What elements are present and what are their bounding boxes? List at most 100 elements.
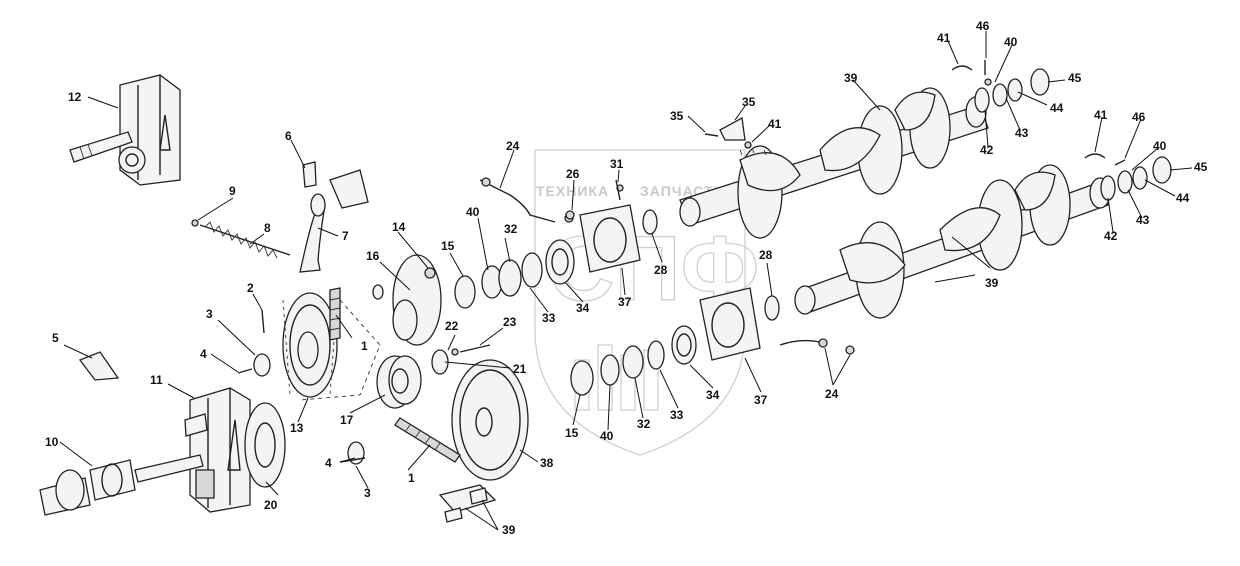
callout-1-upper: 1 xyxy=(361,339,368,353)
callout-33: 35 xyxy=(742,95,756,109)
callout-38-shaft-lower: 40 xyxy=(1153,139,1167,153)
bolt-2 xyxy=(261,309,265,334)
callout-8: 8 xyxy=(264,221,271,235)
bolt-23 xyxy=(459,344,491,353)
callout-11: 11 xyxy=(150,373,163,387)
bolt-4-upper xyxy=(237,368,253,374)
flange-35-lower xyxy=(699,287,761,361)
callout-9: 9 xyxy=(229,184,236,198)
screw-40 xyxy=(744,141,752,149)
auger-lower xyxy=(794,164,1111,319)
callout-4-upper: 4 xyxy=(200,347,207,361)
callout-39-lower: 39 xyxy=(985,276,999,290)
bracket-5 xyxy=(78,351,120,381)
bracket-33 xyxy=(719,116,746,141)
grease-line-24-upper xyxy=(479,179,556,223)
callout-21: 21 xyxy=(513,362,527,376)
flange-35-upper xyxy=(579,204,641,273)
callout-1-lower: 1 xyxy=(408,471,415,485)
callout-44-lower: 44 xyxy=(1176,191,1190,205)
callout-2: 2 xyxy=(247,281,254,295)
callout-31-lower: 33 xyxy=(670,408,684,422)
washer-22 xyxy=(451,348,459,356)
watermark-left-text: ТЕХНИКА xyxy=(536,183,609,199)
callout-38-upper: 40 xyxy=(466,205,480,219)
washer-3-upper xyxy=(253,353,271,377)
screw-29 xyxy=(615,179,621,201)
bearing-set-upper xyxy=(454,239,575,309)
callout-3-upper: 3 xyxy=(206,307,213,321)
nut-14 xyxy=(424,267,436,279)
callout-labels: 12 5 6 7 8 9 3 2 4 11 10 20 13 1 14 16 1… xyxy=(45,19,1208,537)
auger-upper xyxy=(679,87,989,239)
callout-43-upper: 43 xyxy=(1015,126,1029,140)
brackets-37 xyxy=(438,484,497,523)
callout-14: 14 xyxy=(392,220,406,234)
callout-44-upper: 44 xyxy=(1050,101,1064,115)
sprocket-36 xyxy=(451,359,529,481)
seal-28-upper xyxy=(642,209,658,235)
drive-shaft xyxy=(39,459,136,516)
lower-gearbox xyxy=(134,387,286,513)
callout-45-lower: 45 xyxy=(1194,160,1208,174)
callout-12: 12 xyxy=(68,90,82,104)
double-sprocket-17 xyxy=(376,355,422,409)
callout-3-lower: 3 xyxy=(364,486,371,500)
callout-22: 22 xyxy=(445,319,459,333)
callout-34: 35 xyxy=(670,109,684,123)
callout-24-upper: 24 xyxy=(506,139,520,153)
callout-40: 41 xyxy=(768,117,782,131)
callout-10: 10 xyxy=(45,435,59,449)
seal-28-lower xyxy=(764,295,780,321)
callout-28-upper: 28 xyxy=(654,263,668,277)
upper-shaft-end xyxy=(951,60,1050,113)
callout-38-shaft-upper: 40 xyxy=(1004,35,1018,49)
callout-23: 23 xyxy=(503,315,517,329)
callout-35-upper: 37 xyxy=(618,295,632,309)
callout-15-lower: 15 xyxy=(565,426,579,440)
bearing-set-lower xyxy=(570,325,697,396)
lower-shaft-end xyxy=(1084,153,1172,201)
callout-43-lower: 43 xyxy=(1136,213,1150,227)
sprocket-13 xyxy=(282,292,338,398)
upper-gearbox xyxy=(69,74,181,186)
callout-20: 20 xyxy=(264,498,278,512)
bolt-34 xyxy=(704,133,719,137)
callout-37: 39 xyxy=(502,523,516,537)
callout-42-lower: 42 xyxy=(1104,229,1118,243)
callout-32-upper: 34 xyxy=(576,301,590,315)
callout-41-lower: 41 xyxy=(1094,108,1108,122)
callout-13: 13 xyxy=(290,421,304,435)
callout-39-upper: 39 xyxy=(844,71,858,85)
callout-41-upper: 41 xyxy=(937,31,951,45)
callout-26: 26 xyxy=(566,167,580,181)
callout-45-upper: 45 xyxy=(1068,71,1082,85)
callout-15-upper: 15 xyxy=(441,239,455,253)
roller-chain-upper xyxy=(329,287,341,341)
callout-5: 5 xyxy=(52,331,59,345)
callout-36: 38 xyxy=(540,456,554,470)
callout-6: 6 xyxy=(285,129,292,143)
callout-46-upper: 46 xyxy=(976,19,990,33)
callout-38-lower: 40 xyxy=(600,429,614,443)
callout-28-lower: 28 xyxy=(759,248,773,262)
callout-35-lower: 37 xyxy=(754,393,768,407)
callout-42-upper: 42 xyxy=(980,143,994,157)
callout-31-upper: 33 xyxy=(542,311,556,325)
callout-7: 7 xyxy=(342,229,349,243)
callout-4-lower: 4 xyxy=(325,456,332,470)
callout-30-lower: 32 xyxy=(637,417,651,431)
callout-32-lower: 34 xyxy=(706,388,720,402)
chain-loop-dashed xyxy=(299,299,381,401)
fitting-26 xyxy=(565,210,575,220)
tensioner-assembly xyxy=(191,161,369,273)
callout-16: 16 xyxy=(366,249,380,263)
callout-24-lower: 24 xyxy=(825,387,839,401)
watermark: ТЕХНИКА ЗАПЧАСТИ СПФ xyxy=(534,149,760,456)
leader-lines xyxy=(59,31,1193,531)
callout-17: 17 xyxy=(340,413,354,427)
callout-29: 31 xyxy=(610,157,624,171)
grease-line-24-lower xyxy=(779,339,821,346)
